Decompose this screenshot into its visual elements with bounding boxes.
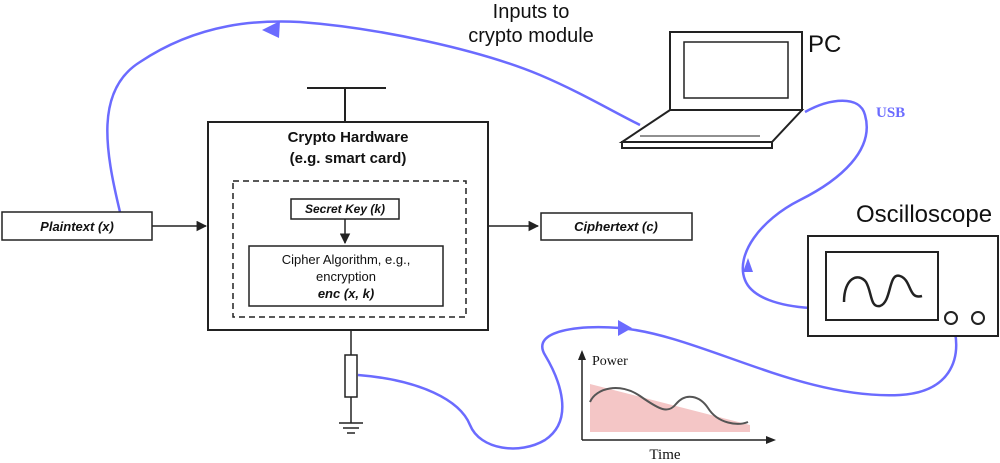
time-axis-label: Time [649,447,680,463]
crypto-title-line2: (e.g. smart card) [290,150,407,167]
usb-label: USB [876,105,905,121]
plaintext-label: Plaintext (x) [40,219,114,234]
input-wire [106,20,641,213]
plaintext-box [1,211,153,241]
power-axis-label: Power [592,354,628,369]
ciphertext-box [540,212,693,241]
inputs-label-line2: crypto module [468,25,594,47]
probe-wire [357,325,958,450]
probe-wire-arrow [618,320,632,336]
usb-wire-arrow [743,258,753,272]
usb-wire [741,99,868,310]
oscilloscope-label: Oscilloscope [856,201,992,228]
power-trace-plot [578,350,776,444]
inputs-label-line1: Inputs to [493,1,570,23]
cipher-line1: Cipher Algorithm, e.g., [282,252,411,267]
laptop-icon [618,31,805,149]
input-wire-arrow [262,21,280,38]
oscilloscope-icon [807,235,999,337]
cipher-line3: enc (x, k) [318,286,374,301]
ciphertext-label: Ciphertext (c) [574,219,658,234]
secure-boundary [232,180,467,318]
pc-label: PC [808,31,841,58]
resistor-ground-icon [339,330,363,434]
crypto-title-line1: Crypto Hardware [288,129,409,146]
cipher-box [248,245,444,307]
secret-key-label: Secret Key (k) [305,202,385,216]
cipher-line2: encryption [316,269,376,284]
